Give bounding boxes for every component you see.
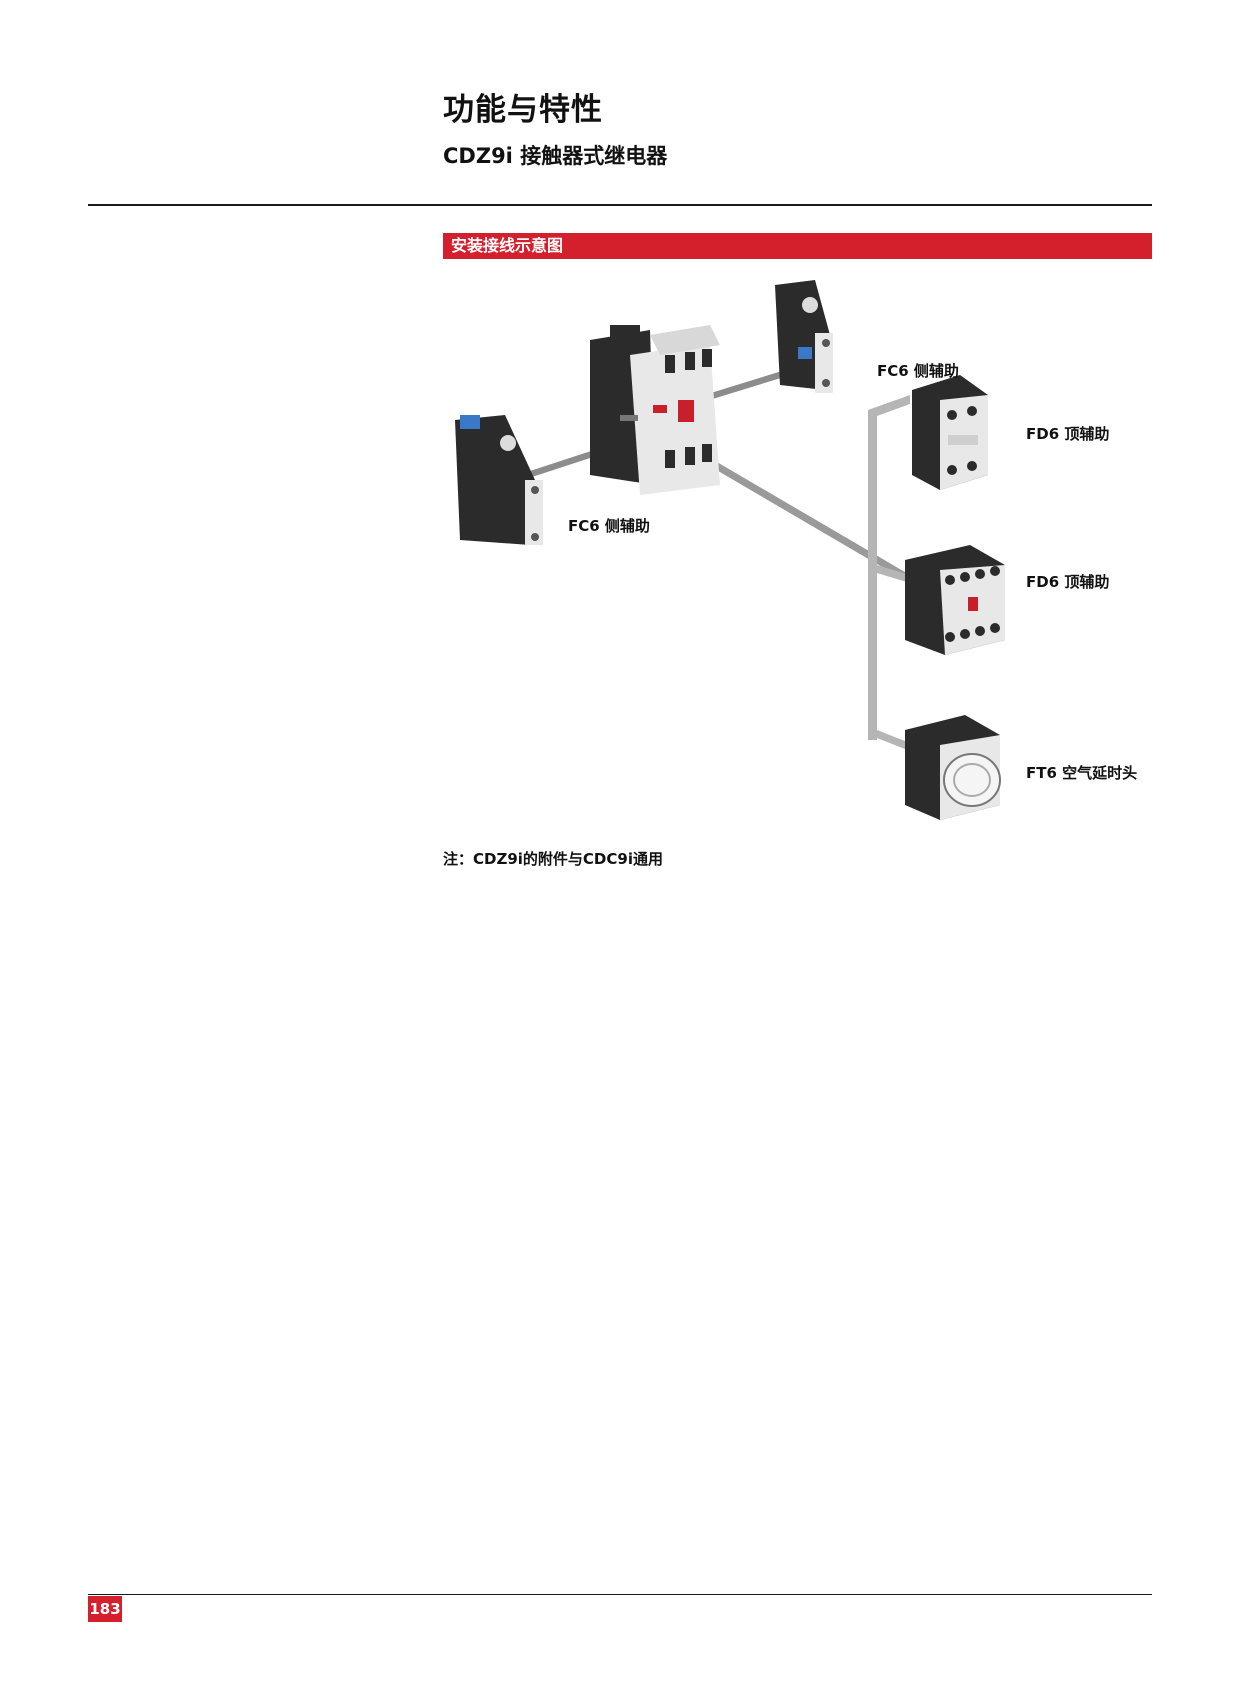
fc6-left-module xyxy=(455,415,543,545)
header-rule xyxy=(88,204,1152,206)
diagram-drawing xyxy=(455,280,1005,820)
note-text: 注：CDZ9i的附件与CDC9i通用 xyxy=(443,850,663,868)
connector-bars xyxy=(530,363,910,751)
footer-rule xyxy=(88,1594,1152,1595)
page-subtitle: CDZ9i 接触器式继电器 xyxy=(443,144,668,168)
connector-diagonal xyxy=(701,455,910,581)
cdz9i-contactor xyxy=(590,325,720,495)
section-bar: 安装接线示意图 xyxy=(443,233,1152,259)
connector-branch-mid xyxy=(877,565,910,583)
ft6-air-timer-module xyxy=(905,715,1001,820)
page-title: 功能与特性 xyxy=(443,92,603,128)
fd6-lower-module xyxy=(905,545,1005,655)
installation-diagram: FC6 侧辅助 FC6 侧辅助 FD6 顶辅助 FD6 顶辅助 FT6 空气延时… xyxy=(440,275,1160,835)
connector-branch-bottom xyxy=(877,730,910,751)
label-fc6-top: FC6 侧辅助 xyxy=(877,362,959,380)
label-fc6-left: FC6 侧辅助 xyxy=(568,517,650,535)
connector-vertical xyxy=(868,410,877,740)
connector-branch-top xyxy=(868,395,910,416)
label-fd6-lower: FD6 顶辅助 xyxy=(1026,573,1110,591)
label-ft6: FT6 空气延时头 xyxy=(1026,764,1138,782)
fc6-top-module xyxy=(775,280,833,393)
page-number: 183 xyxy=(88,1596,122,1622)
label-fd6-upper: FD6 顶辅助 xyxy=(1026,425,1110,443)
fd6-upper-module xyxy=(912,375,988,490)
